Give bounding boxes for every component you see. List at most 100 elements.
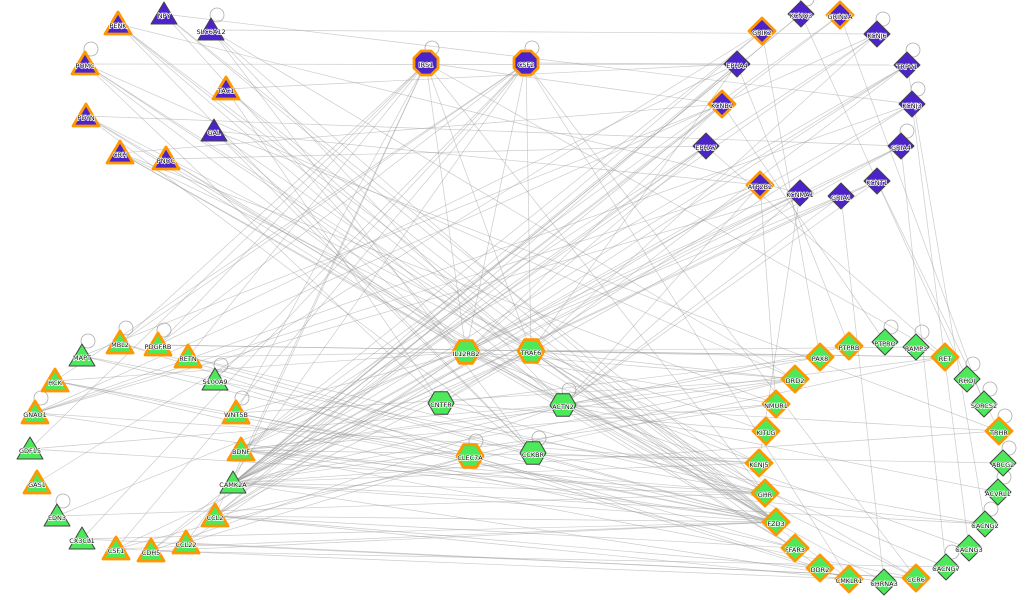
triangle-node-shape[interactable] (68, 343, 96, 367)
triangle-node-shape[interactable] (105, 329, 135, 355)
diamond-node-shape[interactable] (955, 534, 983, 562)
triangle-node-shape[interactable] (151, 145, 181, 171)
diamond-node-shape[interactable] (893, 51, 921, 79)
triangle-node-shape[interactable] (200, 118, 228, 142)
diamond-node-shape[interactable] (751, 416, 781, 446)
node-RET[interactable]: RET (930, 342, 960, 372)
diamond-node-shape[interactable] (902, 333, 930, 361)
diamond-node-shape[interactable] (887, 132, 915, 160)
hexagon-node-shape[interactable] (427, 391, 455, 415)
node-IL12RB2[interactable]: IL12RB2 (451, 339, 481, 365)
triangle-node-shape[interactable] (70, 50, 100, 76)
diamond-node-shape[interactable] (827, 182, 855, 210)
diamond-node-shape[interactable] (805, 553, 835, 583)
diamond-node-shape[interactable] (786, 179, 814, 207)
diamond-node-shape[interactable] (863, 20, 891, 48)
diamond-node-shape[interactable] (692, 132, 720, 160)
node-GRIA1[interactable]: GRIA1 (827, 182, 855, 210)
diamond-node-shape[interactable] (744, 448, 774, 478)
node-DRD2[interactable]: DRD2 (780, 364, 810, 394)
triangle-node-shape[interactable] (173, 343, 203, 369)
triangle-node-shape[interactable] (136, 537, 166, 563)
octagon-node-shape[interactable] (512, 49, 540, 77)
diamond-node-shape[interactable] (723, 50, 751, 78)
triangle-node-shape[interactable] (71, 102, 101, 128)
diamond-node-shape[interactable] (971, 510, 999, 538)
diamond-node-shape[interactable] (761, 507, 791, 537)
hexagon-node-shape[interactable] (519, 441, 547, 465)
diamond-node-shape[interactable] (780, 533, 810, 563)
hexagon-node-shape[interactable] (549, 393, 577, 417)
node-GAL[interactable]: GAL (200, 118, 228, 142)
node-EPHA7[interactable]: EPHA7 (692, 132, 720, 160)
node-PENK[interactable]: PENK (103, 10, 133, 36)
node-NPY[interactable]: NPY (150, 1, 178, 25)
triangle-node-shape[interactable] (68, 526, 96, 550)
triangle-node-shape[interactable] (219, 470, 247, 494)
node-TAC1[interactable]: TAC1 (211, 75, 241, 101)
node-CHRNA3[interactable]: CHRNA3 (870, 568, 898, 596)
node-CX3CL1[interactable]: CX3CL1 (68, 526, 96, 550)
triangle-node-shape[interactable] (22, 469, 52, 495)
triangle-node-shape[interactable] (40, 367, 70, 393)
node-IRS1[interactable]: IRS1 (412, 49, 440, 77)
triangle-node-shape[interactable] (16, 436, 44, 460)
diamond-node-shape[interactable] (745, 170, 775, 200)
diamond-node-shape[interactable] (898, 90, 926, 118)
diamond-node-shape[interactable] (984, 416, 1014, 446)
diamond-node-shape[interactable] (750, 478, 780, 508)
triangle-node-shape[interactable] (20, 399, 50, 425)
node-GRIN2A[interactable]: GRIN2A (825, 0, 855, 30)
node-KCNJ5[interactable]: KCNJ5 (744, 448, 774, 478)
node-CMKLR1[interactable]: CMKLR1 (834, 564, 864, 594)
diamond-node-shape[interactable] (870, 568, 898, 596)
diamond-node-shape[interactable] (863, 167, 891, 195)
triangle-node-shape[interactable] (101, 535, 131, 561)
node-CLEC7A[interactable]: CLEC7A (455, 443, 485, 469)
triangle-node-shape[interactable] (201, 367, 229, 391)
diamond-node-shape[interactable] (747, 16, 777, 46)
diamond-node-shape[interactable] (834, 331, 864, 361)
diamond-node-shape[interactable] (930, 342, 960, 372)
triangle-node-shape[interactable] (197, 17, 225, 41)
diamond-node-shape[interactable] (901, 563, 931, 593)
diamond-node-shape[interactable] (825, 0, 855, 30)
diamond-node-shape[interactable] (787, 0, 815, 28)
node-SLC6A12[interactable]: SLC6A12 (196, 17, 226, 41)
diamond-node-shape[interactable] (984, 478, 1012, 506)
node-CCR6[interactable]: CCR6 (901, 563, 931, 593)
hexagon-node-shape[interactable] (455, 443, 485, 469)
node-TRAF6[interactable]: TRAF6 (516, 338, 546, 364)
triangle-node-shape[interactable] (150, 1, 178, 25)
triangle-node-shape[interactable] (211, 75, 241, 101)
diamond-node-shape[interactable] (989, 449, 1017, 477)
diamond-node-shape[interactable] (953, 365, 981, 393)
triangle-node-shape[interactable] (43, 503, 71, 527)
octagon-node-shape[interactable] (412, 49, 440, 77)
triangle-node-shape[interactable] (226, 436, 256, 462)
triangle-node-shape[interactable] (200, 502, 230, 528)
node-CACNG3[interactable]: CACNG3 (955, 534, 983, 562)
triangle-node-shape[interactable] (143, 331, 173, 357)
node-GRIK2[interactable]: GRIK2 (747, 16, 777, 46)
diamond-node-shape[interactable] (707, 89, 737, 119)
diamond-node-shape[interactable] (761, 389, 791, 419)
hexagon-node-shape[interactable] (451, 339, 481, 365)
node-KCNT1[interactable]: KCNT1 (863, 167, 891, 195)
diamond-node-shape[interactable] (932, 553, 960, 581)
triangle-node-shape[interactable] (221, 399, 251, 425)
triangle-node-shape[interactable] (171, 529, 201, 555)
node-HCK[interactable]: HCK (40, 367, 70, 393)
diamond-node-shape[interactable] (805, 342, 835, 372)
node-CSF2[interactable]: CSF2 (512, 49, 540, 77)
triangle-node-shape[interactable] (103, 10, 133, 36)
node-PDYN[interactable]: PDYN (71, 102, 101, 128)
node-KITLG[interactable]: KITLG (751, 416, 781, 446)
diamond-node-shape[interactable] (871, 328, 899, 356)
diamond-node-shape[interactable] (780, 364, 810, 394)
hexagon-node-shape[interactable] (516, 338, 546, 364)
diamond-node-shape[interactable] (834, 564, 864, 594)
triangle-node-shape[interactable] (105, 139, 135, 165)
diamond-node-shape[interactable] (970, 390, 998, 418)
node-EPHA4[interactable]: EPHA4 (723, 50, 751, 78)
